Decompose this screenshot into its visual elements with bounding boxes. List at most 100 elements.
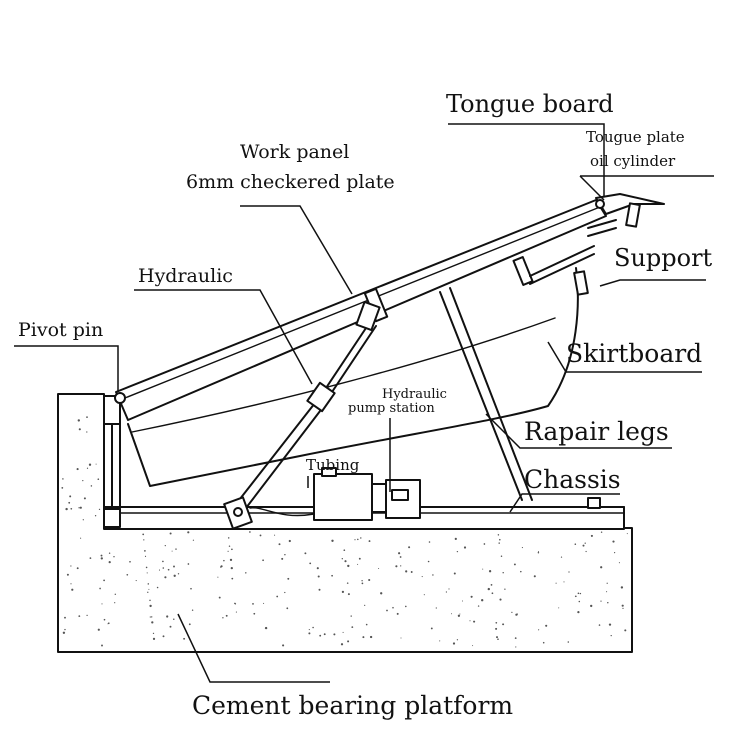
concrete-speck bbox=[487, 587, 490, 591]
concrete-speck bbox=[607, 601, 609, 604]
concrete-speck bbox=[333, 633, 336, 636]
concrete-speck bbox=[101, 603, 103, 605]
concrete-speck bbox=[229, 558, 233, 562]
concrete-speck bbox=[624, 629, 627, 632]
concrete-speck bbox=[585, 550, 587, 553]
concrete-speck bbox=[97, 628, 100, 631]
concrete-speck bbox=[82, 479, 84, 482]
concrete-speck bbox=[392, 606, 394, 609]
concrete-speck bbox=[76, 468, 79, 471]
concrete-speck bbox=[284, 591, 286, 594]
concrete-speck bbox=[368, 540, 371, 543]
concrete-speck bbox=[188, 623, 191, 626]
concrete-speck bbox=[357, 538, 359, 541]
concrete-speck bbox=[281, 557, 284, 560]
concrete-speck bbox=[61, 486, 64, 489]
concrete-speck bbox=[513, 563, 516, 566]
concrete-speck bbox=[331, 539, 334, 542]
concrete-speck bbox=[491, 592, 494, 595]
concrete-speck bbox=[162, 635, 165, 638]
concrete-speck bbox=[490, 584, 493, 586]
concrete-speck bbox=[618, 562, 620, 564]
concrete-speck bbox=[77, 419, 80, 422]
concrete-speck bbox=[452, 642, 456, 645]
concrete-speck bbox=[62, 478, 64, 480]
concrete-speck bbox=[249, 531, 251, 533]
concrete-speck bbox=[521, 547, 523, 549]
concrete-speck bbox=[166, 615, 169, 618]
concrete-speck bbox=[620, 586, 624, 589]
concrete-speck bbox=[568, 571, 570, 573]
concrete-speck bbox=[231, 577, 234, 580]
concrete-speck bbox=[606, 582, 608, 584]
concrete-speck bbox=[164, 576, 167, 579]
concrete-speck bbox=[88, 463, 92, 466]
support bbox=[529, 245, 595, 296]
concrete-speck bbox=[515, 613, 518, 616]
concrete-speck bbox=[405, 605, 407, 608]
concrete-speck bbox=[225, 614, 228, 617]
concrete-speck bbox=[499, 538, 501, 541]
concrete-speck bbox=[308, 629, 310, 631]
concrete-speck bbox=[470, 595, 473, 598]
concrete-speck bbox=[151, 616, 153, 618]
concrete-speck bbox=[358, 557, 361, 560]
concrete-speck bbox=[129, 560, 131, 563]
label-tubing: Tubing bbox=[306, 456, 360, 474]
concrete-speck bbox=[234, 603, 237, 605]
concrete-speck bbox=[278, 543, 281, 546]
concrete-speck bbox=[456, 639, 459, 641]
concrete-speck bbox=[343, 549, 346, 552]
concrete-speck bbox=[408, 546, 411, 549]
label-cement-platform: Cement bearing platform bbox=[192, 691, 513, 720]
concrete-speck bbox=[457, 614, 461, 617]
concrete-speck bbox=[144, 555, 147, 557]
concrete-speck bbox=[103, 579, 105, 582]
concrete-speck bbox=[511, 611, 513, 614]
concrete-speck bbox=[191, 609, 194, 611]
concrete-speck bbox=[101, 644, 103, 647]
concrete-speck bbox=[70, 565, 72, 567]
concrete-speck bbox=[152, 637, 156, 641]
concrete-speck bbox=[100, 557, 103, 560]
concrete-speck bbox=[398, 552, 401, 555]
repair-legs bbox=[439, 287, 533, 501]
concrete-speck bbox=[65, 507, 68, 511]
concrete-speck bbox=[533, 575, 536, 578]
concrete-speck bbox=[231, 548, 233, 551]
concrete-speck bbox=[187, 531, 190, 534]
concrete-speck bbox=[323, 633, 326, 636]
concrete-speck bbox=[395, 565, 398, 568]
concrete-speck bbox=[461, 600, 464, 602]
label-pivot-pin: Pivot pin bbox=[18, 319, 103, 341]
concrete-speck bbox=[430, 627, 433, 630]
concrete-speck bbox=[499, 598, 502, 601]
concrete-speck bbox=[274, 534, 276, 536]
concrete-speck bbox=[70, 507, 73, 510]
concrete-speck bbox=[456, 550, 459, 553]
concrete-speck bbox=[606, 591, 608, 593]
concrete-speck bbox=[364, 604, 366, 607]
concrete-speck bbox=[472, 645, 474, 647]
label-work-panel-line2: 6mm checkered plate bbox=[186, 171, 395, 193]
concrete-speck bbox=[83, 497, 86, 500]
concrete-speck bbox=[614, 552, 616, 554]
concrete-speck bbox=[147, 591, 149, 593]
concrete-speck bbox=[354, 539, 356, 541]
concrete-speck bbox=[622, 607, 624, 610]
concrete-speck bbox=[378, 567, 380, 570]
concrete-speck bbox=[577, 592, 580, 595]
concrete-speck bbox=[152, 632, 155, 635]
concrete-speck bbox=[590, 534, 593, 537]
concrete-speck bbox=[227, 537, 230, 539]
label-chassis: Chassis bbox=[524, 465, 621, 494]
concrete-speck bbox=[94, 515, 97, 517]
label-pump-station-line2: pump station bbox=[348, 401, 435, 416]
concrete-speck bbox=[579, 592, 582, 595]
concrete-speck bbox=[473, 620, 476, 623]
concrete-speck bbox=[253, 612, 256, 615]
concrete-speck bbox=[126, 573, 129, 576]
concrete-speck bbox=[560, 556, 563, 558]
concrete-speck bbox=[608, 623, 612, 626]
